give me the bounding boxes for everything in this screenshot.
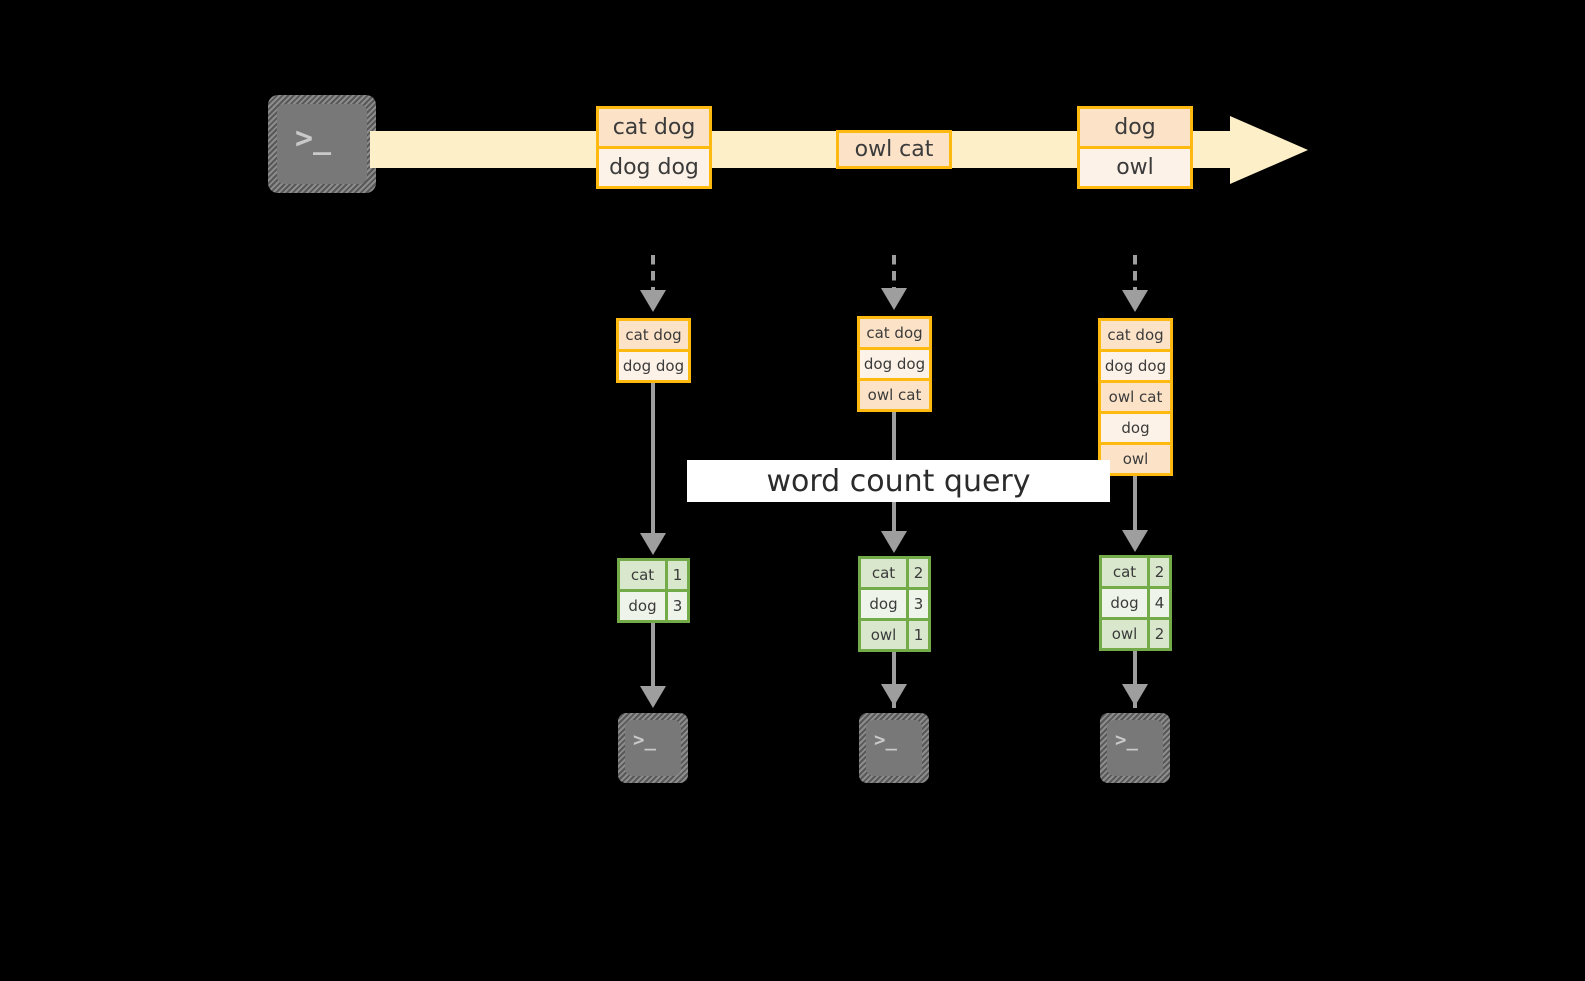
terminal-prompt-glyph: >_ <box>874 729 897 751</box>
snapshot-1-sink-line <box>651 623 655 689</box>
snapshot-2-result-word-3: owl <box>861 621 906 649</box>
stream-band-segment-2 <box>706 131 840 168</box>
terminal-screen: >_ <box>1107 720 1163 776</box>
query-label-band: word count query <box>687 460 1110 502</box>
snapshot-2-sink-line <box>892 652 896 708</box>
snapshot-3-result-word-3: owl <box>1102 620 1147 648</box>
snapshot-2-tap-line <box>892 255 896 291</box>
snapshot-2-input-line-1: cat dog <box>860 319 929 347</box>
snapshot-3-result-word-2: dog <box>1102 589 1147 617</box>
snapshot-1-result-row-2: dog 3 <box>620 592 687 620</box>
snapshot-2-result-row-3: owl 1 <box>861 621 928 649</box>
terminal-prompt-glyph: >_ <box>633 729 656 751</box>
snapshot-3-input-box: cat dog dog dog owl cat dog owl <box>1098 318 1173 476</box>
snapshot-2-input-line-2: dog dog <box>860 350 929 378</box>
terminal-screen: >_ <box>277 104 367 184</box>
snapshot-3-tap-line <box>1133 255 1137 293</box>
snapshot-3-query-arrowhead <box>1122 530 1148 552</box>
snapshot-1-result-table: cat 1 dog 3 <box>617 558 690 623</box>
snapshot-3-input-line-1: cat dog <box>1101 321 1170 349</box>
snapshot-3-sink-line <box>1133 651 1137 708</box>
snapshot-1-sink-terminal-icon: >_ <box>618 713 688 783</box>
snapshot-2-sink-terminal-icon: >_ <box>859 713 929 783</box>
terminal-prompt-glyph: >_ <box>295 121 332 156</box>
stream-record-1-line-2: dog dog <box>599 149 709 186</box>
snapshot-3-query-line <box>1133 476 1137 537</box>
snapshot-3-result-count-3: 2 <box>1150 620 1169 648</box>
stream-band-segment-1 <box>370 131 602 168</box>
stream-record-1-line-1: cat dog <box>599 109 709 146</box>
snapshot-1-tap-line <box>651 255 655 293</box>
snapshot-3-tap-arrowhead <box>1122 290 1148 312</box>
snapshot-3-result-table: cat 2 dog 4 owl 2 <box>1099 555 1172 651</box>
stream-record-2-line-1: owl cat <box>839 133 949 166</box>
snapshot-2-query-arrowhead <box>881 531 907 553</box>
stream-band-segment-3 <box>948 131 1082 168</box>
snapshot-3-sink-terminal-icon: >_ <box>1100 713 1170 783</box>
stream-arrowhead <box>1230 116 1308 184</box>
snapshot-3-input-line-2: dog dog <box>1101 352 1170 380</box>
source-terminal-icon: >_ <box>268 95 376 193</box>
snapshot-3-input-line-3: owl cat <box>1101 383 1170 411</box>
snapshot-3-result-word-1: cat <box>1102 558 1147 586</box>
stream-band-segment-4 <box>1190 131 1236 168</box>
snapshot-2-result-count-2: 3 <box>909 590 928 618</box>
terminal-prompt-glyph: >_ <box>1115 729 1138 751</box>
snapshot-1-result-row-1: cat 1 <box>620 561 687 589</box>
snapshot-1-tap-arrowhead <box>640 290 666 312</box>
terminal-screen: >_ <box>625 720 681 776</box>
snapshot-3-input-line-5: owl <box>1101 445 1170 473</box>
snapshot-1-input-line-2: dog dog <box>619 352 688 380</box>
snapshot-2-result-row-2: dog 3 <box>861 590 928 618</box>
snapshot-1-sink-arrowhead <box>640 686 666 708</box>
snapshot-2-input-box: cat dog dog dog owl cat <box>857 316 932 412</box>
stream-record-1: cat dog dog dog <box>596 106 712 189</box>
snapshot-2-result-row-1: cat 2 <box>861 559 928 587</box>
snapshot-2-tap-arrowhead <box>881 288 907 310</box>
snapshot-3-result-count-1: 2 <box>1150 558 1169 586</box>
snapshot-3-input-line-4: dog <box>1101 414 1170 442</box>
snapshot-3-sink-arrowhead <box>1122 684 1148 706</box>
snapshot-2-sink-arrowhead <box>881 684 907 706</box>
snapshot-2-input-line-3: owl cat <box>860 381 929 409</box>
snapshot-2-result-word-1: cat <box>861 559 906 587</box>
snapshot-1-result-count-2: 3 <box>668 592 687 620</box>
query-label-text: word count query <box>766 463 1031 499</box>
snapshot-1-input-line-1: cat dog <box>619 321 688 349</box>
snapshot-3-result-row-3: owl 2 <box>1102 620 1169 648</box>
terminal-screen: >_ <box>866 720 922 776</box>
snapshot-1-result-word-2: dog <box>620 592 665 620</box>
snapshot-1-result-word-1: cat <box>620 561 665 589</box>
snapshot-2-result-table: cat 2 dog 3 owl 1 <box>858 556 931 652</box>
snapshot-1-result-count-1: 1 <box>668 561 687 589</box>
snapshot-1-query-line <box>651 383 655 538</box>
stream-record-2: owl cat <box>836 130 952 169</box>
snapshot-3-result-row-1: cat 2 <box>1102 558 1169 586</box>
snapshot-2-result-count-3: 1 <box>909 621 928 649</box>
snapshot-1-query-arrowhead <box>640 533 666 555</box>
snapshot-3-result-row-2: dog 4 <box>1102 589 1169 617</box>
snapshot-2-result-count-1: 2 <box>909 559 928 587</box>
stream-record-3-line-2: owl <box>1080 149 1190 186</box>
snapshot-2-result-word-2: dog <box>861 590 906 618</box>
snapshot-3-result-count-2: 4 <box>1150 589 1169 617</box>
stream-record-3: dog owl <box>1077 106 1193 189</box>
snapshot-1-input-box: cat dog dog dog <box>616 318 691 383</box>
stream-record-3-line-1: dog <box>1080 109 1190 146</box>
